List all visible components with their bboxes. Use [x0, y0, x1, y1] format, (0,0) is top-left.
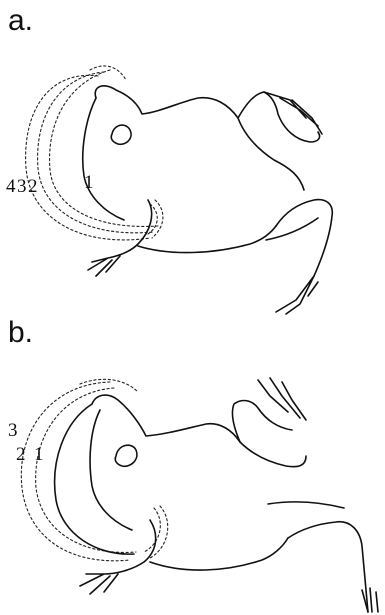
- contour-b-2: [36, 388, 136, 552]
- frog-a-eye: [111, 125, 131, 144]
- contour-label-a-4: 4: [6, 176, 16, 197]
- frog-a-lower-leg: [276, 200, 332, 276]
- frog-a-lower-foot: [276, 276, 318, 314]
- panel-a-drawing: 4 3 2 1: [6, 66, 332, 314]
- frog-a-upper-thigh: [238, 118, 304, 190]
- contour-label-a-3: 3: [17, 176, 27, 197]
- frog-b-belly: [150, 538, 288, 570]
- contour-a-throat-2: [148, 204, 157, 234]
- contour-label-a-1: 1: [84, 172, 94, 193]
- frog-b-back: [90, 410, 132, 530]
- frog-b-eye: [115, 445, 137, 466]
- frog-b-lower-leg: [288, 522, 368, 612]
- frog-b-upper-foot: [258, 378, 306, 420]
- frog-a-back: [83, 98, 124, 220]
- contour-label-b-3: 3: [8, 420, 18, 441]
- contour-a-2: [50, 70, 158, 226]
- contour-label-b-2: 2: [16, 444, 26, 465]
- frog-b-upper-thigh: [240, 442, 306, 467]
- contour-label-b-1: 1: [34, 444, 44, 465]
- panel-a-contours: [26, 66, 163, 240]
- frog-a-upper-foot: [264, 92, 322, 134]
- contour-b-top: [80, 379, 138, 392]
- contour-a-throat: [152, 200, 163, 238]
- frog-a-head: [95, 86, 238, 118]
- contour-label-a-2: 2: [28, 176, 38, 197]
- panel-a-frog: [83, 86, 333, 314]
- panel-b-frog: [55, 378, 378, 612]
- frog-b-lower-shin: [268, 502, 344, 508]
- frog-b-head: [92, 395, 240, 442]
- frog-a-arm: [88, 200, 152, 276]
- contour-b-throat-2: [144, 508, 160, 552]
- contour-a-top: [90, 66, 126, 80]
- panel-b-contours: [21, 379, 167, 560]
- panel-b-drawing: 3 2 1: [8, 378, 378, 612]
- frog-b-lower-foot: [362, 588, 378, 612]
- frog-b-arm: [80, 520, 156, 594]
